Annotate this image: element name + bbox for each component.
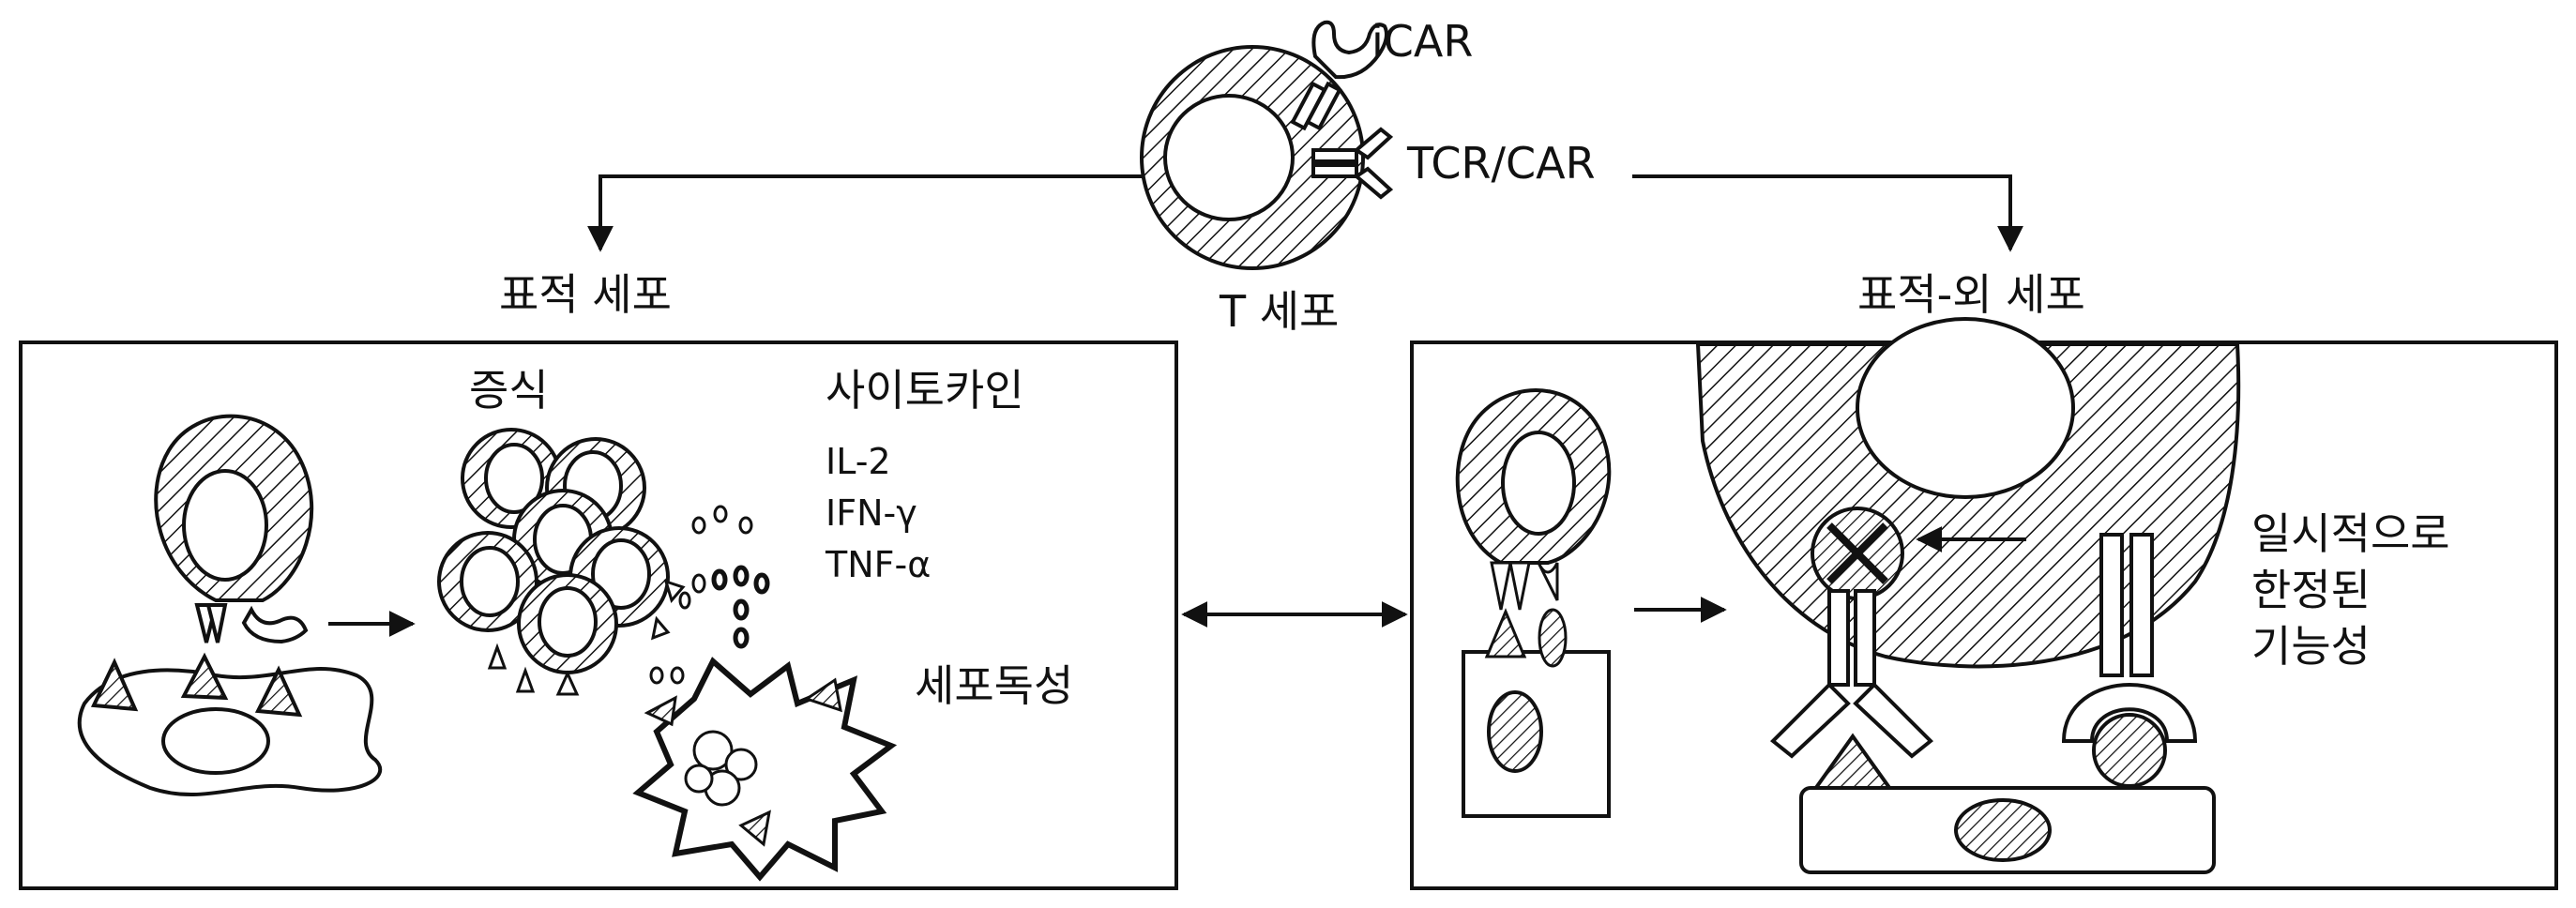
off-target-nucleus-large [1956,800,2050,860]
proliferation-label: 증식 [469,365,549,416]
icar-label: iCAR [1371,16,1473,67]
cytokine-ifn-gamma: IFN-γ [826,492,917,534]
bound-t-cell [156,416,311,600]
cytokine-tnf-alpha: TNF-α [825,544,931,585]
proliferating-t-cells [439,430,668,673]
cytokine-particles [651,507,767,683]
limited-function-line-3: 기능성 [2251,621,2371,672]
bound-receptor-icon [197,605,306,643]
off-target-nucleus-small [1489,692,1541,771]
cytotoxicity-label: 세포독성 [915,660,1073,711]
branch-arrow-right [1632,176,2010,250]
branch-arrow-left [600,176,1143,250]
inhibited-signal-icon [1812,508,1902,598]
large-icar-ligand-icon [2094,715,2165,786]
cytokine-label: 사이토카인 [826,365,1024,416]
limited-function-line-1: 일시적으로 [2251,508,2450,559]
small-antigen-triangle-icon [1487,612,1524,657]
t-cell-label: T 세포 [1219,286,1339,337]
enlarged-t-cell [1698,319,2238,666]
cytokine-il2: IL-2 [826,441,891,482]
limited-function-line-2: 한정된 [2251,565,2371,615]
engaged-receptors-icon [1492,563,1557,610]
tcr-car-label: TCR/CAR [1406,138,1596,189]
small-ligand-icon [1539,610,1566,666]
engaged-t-cell [1458,390,1610,563]
off-target-cell-heading: 표적-외 세포 [1857,269,2085,320]
target-cell-heading: 표적 세포 [499,269,672,320]
